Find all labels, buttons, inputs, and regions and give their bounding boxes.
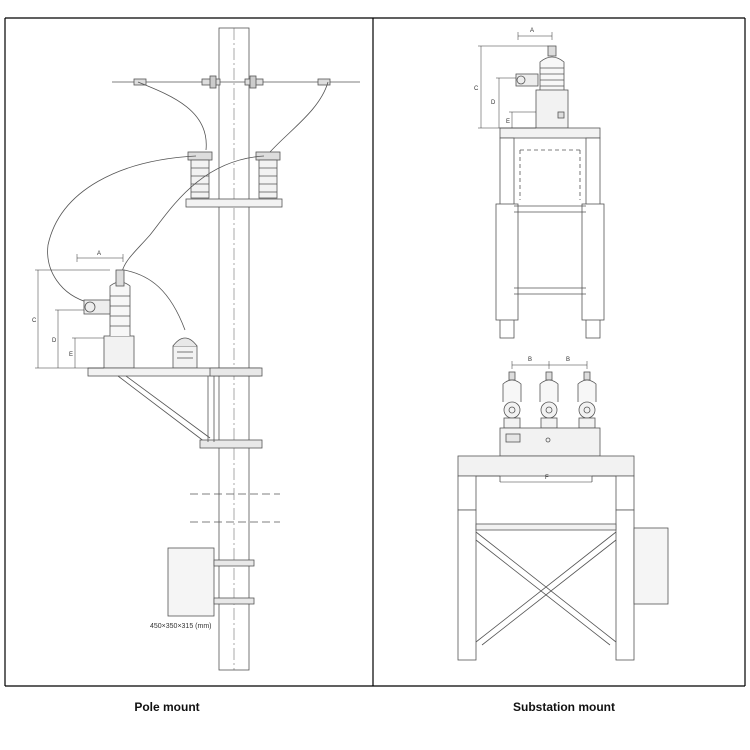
- control-cable-box: [172, 337, 198, 369]
- control-box-mount: [213, 559, 255, 567]
- control-box-size-note: 450×350×315 (mm): [150, 623, 211, 630]
- dim-label-f: F: [545, 475, 549, 481]
- bushing-phase-2: [539, 371, 559, 429]
- substation-top-dimensions: [478, 32, 553, 129]
- jumper-cable: [47, 155, 197, 304]
- pole-clamp: [199, 439, 263, 449]
- control-box-mount: [213, 597, 255, 605]
- jumper-cable: [269, 81, 329, 153]
- cross-brace: [481, 539, 617, 646]
- control-cabinet: [633, 527, 669, 605]
- support-frame-top: [499, 127, 601, 139]
- support-leg-plate: [581, 203, 605, 321]
- surge-arrester-right: [255, 151, 281, 199]
- substation-bottom-dimensions: [500, 361, 592, 483]
- recloser-pole-unit: [515, 45, 569, 129]
- jumper-cable: [137, 81, 207, 151]
- frame-side-left: [457, 475, 477, 511]
- frame-leg-left: [457, 509, 477, 661]
- dim-label-b: B: [566, 357, 570, 363]
- bushing-phase-3: [577, 371, 597, 429]
- diagram-frame: [4, 17, 746, 687]
- frame-side-right: [615, 475, 635, 511]
- line-clamp: [133, 78, 147, 86]
- dim-label-b: B: [528, 357, 532, 363]
- line-insulator-cap: [249, 75, 257, 89]
- caption-substation-mount: Substation mount: [513, 700, 615, 714]
- dim-label-d: D: [52, 338, 57, 344]
- frame-leg-right: [615, 509, 635, 661]
- surge-arrester-left: [187, 151, 213, 199]
- recloser-unit: [83, 269, 135, 369]
- dim-label-e: E: [69, 352, 73, 358]
- line-clamp: [317, 78, 331, 86]
- dim-label-e: E: [506, 119, 510, 125]
- jumper-cable: [121, 155, 265, 273]
- control-box: [167, 547, 215, 617]
- dim-label-d: D: [491, 100, 496, 106]
- line-insulator-cap: [209, 75, 217, 89]
- bushing-phase-1: [502, 371, 522, 429]
- cross-brace: [475, 531, 617, 643]
- crossarm-upper: [185, 198, 283, 208]
- cross-brace: [475, 539, 611, 646]
- dim-label-a: A: [97, 251, 101, 257]
- dim-label-a: A: [530, 28, 534, 34]
- substation-three-phase-drawing: [457, 371, 669, 661]
- bracket-brace: [125, 375, 211, 439]
- caption-pole-mount: Pole mount: [134, 700, 200, 714]
- frame-top-beam: [457, 455, 635, 477]
- pole-mount-drawing: [47, 27, 360, 671]
- pole-clamp: [209, 367, 263, 377]
- support-leg-plate: [495, 203, 519, 321]
- substation-single-drawing: [495, 45, 605, 339]
- pole-dimensions: [35, 254, 124, 369]
- jumper-cable: [123, 269, 186, 331]
- dim-label-c: C: [474, 86, 479, 92]
- bracket-brace: [117, 375, 206, 443]
- dim-label-c: C: [32, 318, 37, 324]
